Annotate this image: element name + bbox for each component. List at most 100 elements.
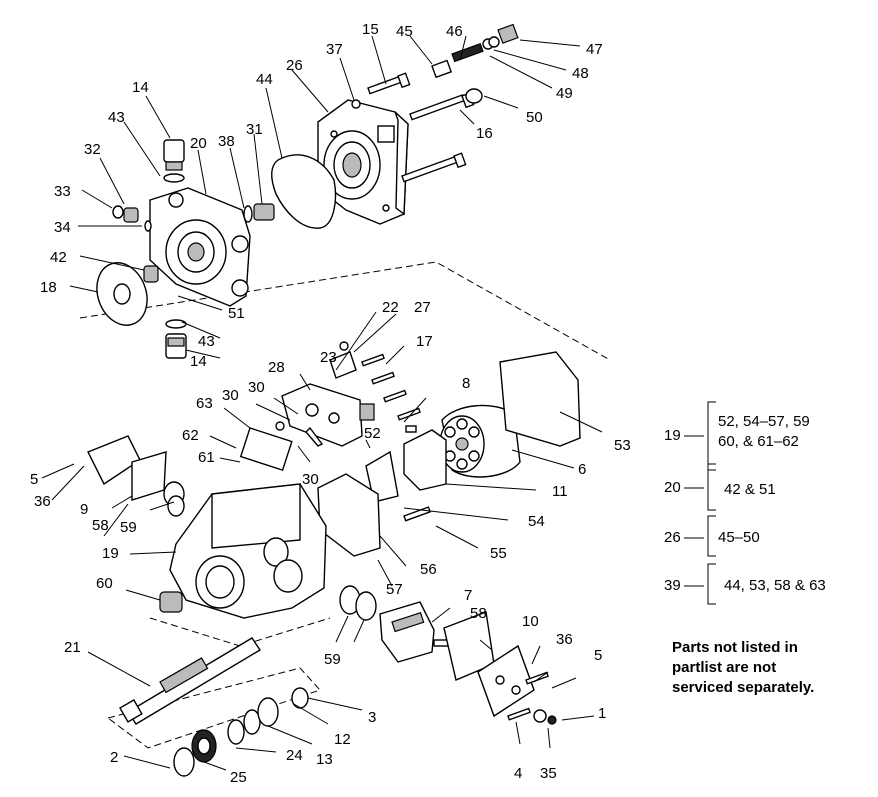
control-block-28 bbox=[281, 383, 375, 447]
callout-15: 15 bbox=[362, 21, 379, 38]
callout-47: 47 bbox=[586, 41, 603, 58]
bracket-22-27 bbox=[329, 341, 357, 379]
seal-34 bbox=[144, 220, 152, 232]
callout-52: 52 bbox=[364, 425, 381, 442]
callout-63: 63 bbox=[196, 395, 213, 412]
bolt-16 bbox=[401, 92, 475, 183]
note-line-3: serviced separately. bbox=[672, 679, 814, 696]
group-20-number: 20 bbox=[664, 479, 681, 496]
group-19-parts-1: 52, 54–57, 59 bbox=[718, 413, 810, 430]
callout-43-top: 43 bbox=[108, 109, 125, 126]
callout-49: 49 bbox=[556, 85, 573, 102]
callout-3: 3 bbox=[368, 709, 376, 726]
callout-33: 33 bbox=[54, 183, 71, 200]
note-line-1: Parts not listed in bbox=[672, 639, 798, 656]
bearing-set bbox=[173, 687, 309, 777]
callout-22: 22 bbox=[382, 299, 399, 316]
callout-17: 17 bbox=[416, 333, 433, 350]
group-39: 39 44, 53, 58 & 63 bbox=[664, 563, 826, 605]
check-valve-14-top bbox=[163, 139, 185, 183]
seal-33 bbox=[112, 205, 124, 219]
end-cap-20 bbox=[149, 187, 251, 307]
washer-37 bbox=[351, 99, 361, 109]
callout-54: 54 bbox=[528, 513, 545, 530]
bushing-60 bbox=[159, 591, 183, 613]
callout-14-bottom: 14 bbox=[190, 353, 207, 370]
callout-59-left: 59 bbox=[120, 519, 137, 536]
callout-7: 7 bbox=[464, 587, 472, 604]
callout-48: 48 bbox=[572, 65, 589, 82]
group-20-parts: 42 & 51 bbox=[724, 481, 776, 498]
check-valve-14-bottom bbox=[165, 319, 187, 359]
callout-34: 34 bbox=[54, 219, 71, 236]
charge-pump-7 bbox=[379, 601, 449, 663]
callout-50: 50 bbox=[526, 109, 543, 126]
gasket-44 bbox=[271, 154, 337, 229]
main-housing-19 bbox=[169, 483, 327, 619]
callout-56: 56 bbox=[420, 561, 437, 578]
callout-38: 38 bbox=[218, 133, 235, 150]
service-note: Parts not listed in partlist are not ser… bbox=[672, 639, 814, 696]
relief-valve-stack bbox=[431, 23, 519, 104]
shaft-21 bbox=[119, 637, 261, 725]
swashplate-11 bbox=[403, 429, 447, 491]
callout-6: 6 bbox=[578, 461, 586, 478]
callout-21: 21 bbox=[64, 639, 81, 656]
callout-4: 4 bbox=[514, 765, 522, 782]
callout-62: 62 bbox=[182, 427, 199, 444]
callout-59-right: 59 bbox=[324, 651, 341, 668]
group-19: 19 52, 54–57, 59 60, & 61–62 bbox=[664, 401, 810, 471]
callout-58-left: 58 bbox=[92, 517, 109, 534]
bolt-15 bbox=[367, 72, 411, 95]
callout-28: 28 bbox=[268, 359, 285, 376]
callout-30-b: 30 bbox=[248, 379, 265, 396]
callout-58-right: 58 bbox=[470, 605, 487, 622]
group-26: 26 45–50 bbox=[664, 515, 760, 557]
screws-17 bbox=[361, 353, 421, 421]
callout-46: 46 bbox=[446, 23, 463, 40]
callout-42: 42 bbox=[50, 249, 67, 266]
seal-38 bbox=[243, 205, 253, 223]
callout-12: 12 bbox=[334, 731, 351, 748]
plate-18 bbox=[96, 262, 148, 326]
oring-59b bbox=[355, 591, 377, 621]
callout-44: 44 bbox=[256, 71, 273, 88]
callouts: 1 2 3 4 5 5 6 7 8 9 10 11 12 13 14 14 15… bbox=[30, 21, 631, 786]
callout-35: 35 bbox=[540, 765, 557, 782]
callout-20: 20 bbox=[190, 135, 207, 152]
callout-37: 37 bbox=[326, 41, 343, 58]
gasket-53 bbox=[499, 351, 581, 447]
callout-19: 19 bbox=[102, 545, 119, 562]
group-legend: 19 52, 54–57, 59 60, & 61–62 20 42 & 51 … bbox=[664, 401, 826, 605]
callout-51: 51 bbox=[228, 305, 245, 322]
callout-30-a: 30 bbox=[222, 387, 239, 404]
callout-43-bottom: 43 bbox=[198, 333, 215, 350]
fitting-1-35 bbox=[533, 709, 557, 725]
housing-26 bbox=[317, 99, 409, 225]
callout-26: 26 bbox=[286, 57, 303, 74]
callout-30-c: 30 bbox=[302, 471, 319, 488]
seal-30 bbox=[275, 421, 285, 431]
callout-8: 8 bbox=[462, 375, 470, 392]
assembly-outline-lower bbox=[149, 617, 331, 647]
group-39-number: 39 bbox=[664, 577, 681, 594]
callout-53: 53 bbox=[614, 437, 631, 454]
gasket-63 bbox=[239, 427, 293, 472]
group-26-parts: 45–50 bbox=[718, 529, 760, 546]
leader-lines bbox=[41, 35, 603, 771]
callout-23: 23 bbox=[320, 349, 337, 366]
callout-13: 13 bbox=[316, 751, 333, 768]
callout-36-right: 36 bbox=[556, 631, 573, 648]
group-19-number: 19 bbox=[664, 427, 681, 444]
callout-57: 57 bbox=[386, 581, 403, 598]
callout-2: 2 bbox=[110, 749, 118, 766]
callout-61: 61 bbox=[198, 449, 215, 466]
callout-32: 32 bbox=[84, 141, 101, 158]
callout-1: 1 bbox=[598, 705, 606, 722]
note-line-2: partlist are not bbox=[672, 659, 776, 676]
cover-10 bbox=[477, 644, 535, 718]
callout-27: 27 bbox=[414, 299, 431, 316]
screw-4 bbox=[507, 707, 531, 721]
